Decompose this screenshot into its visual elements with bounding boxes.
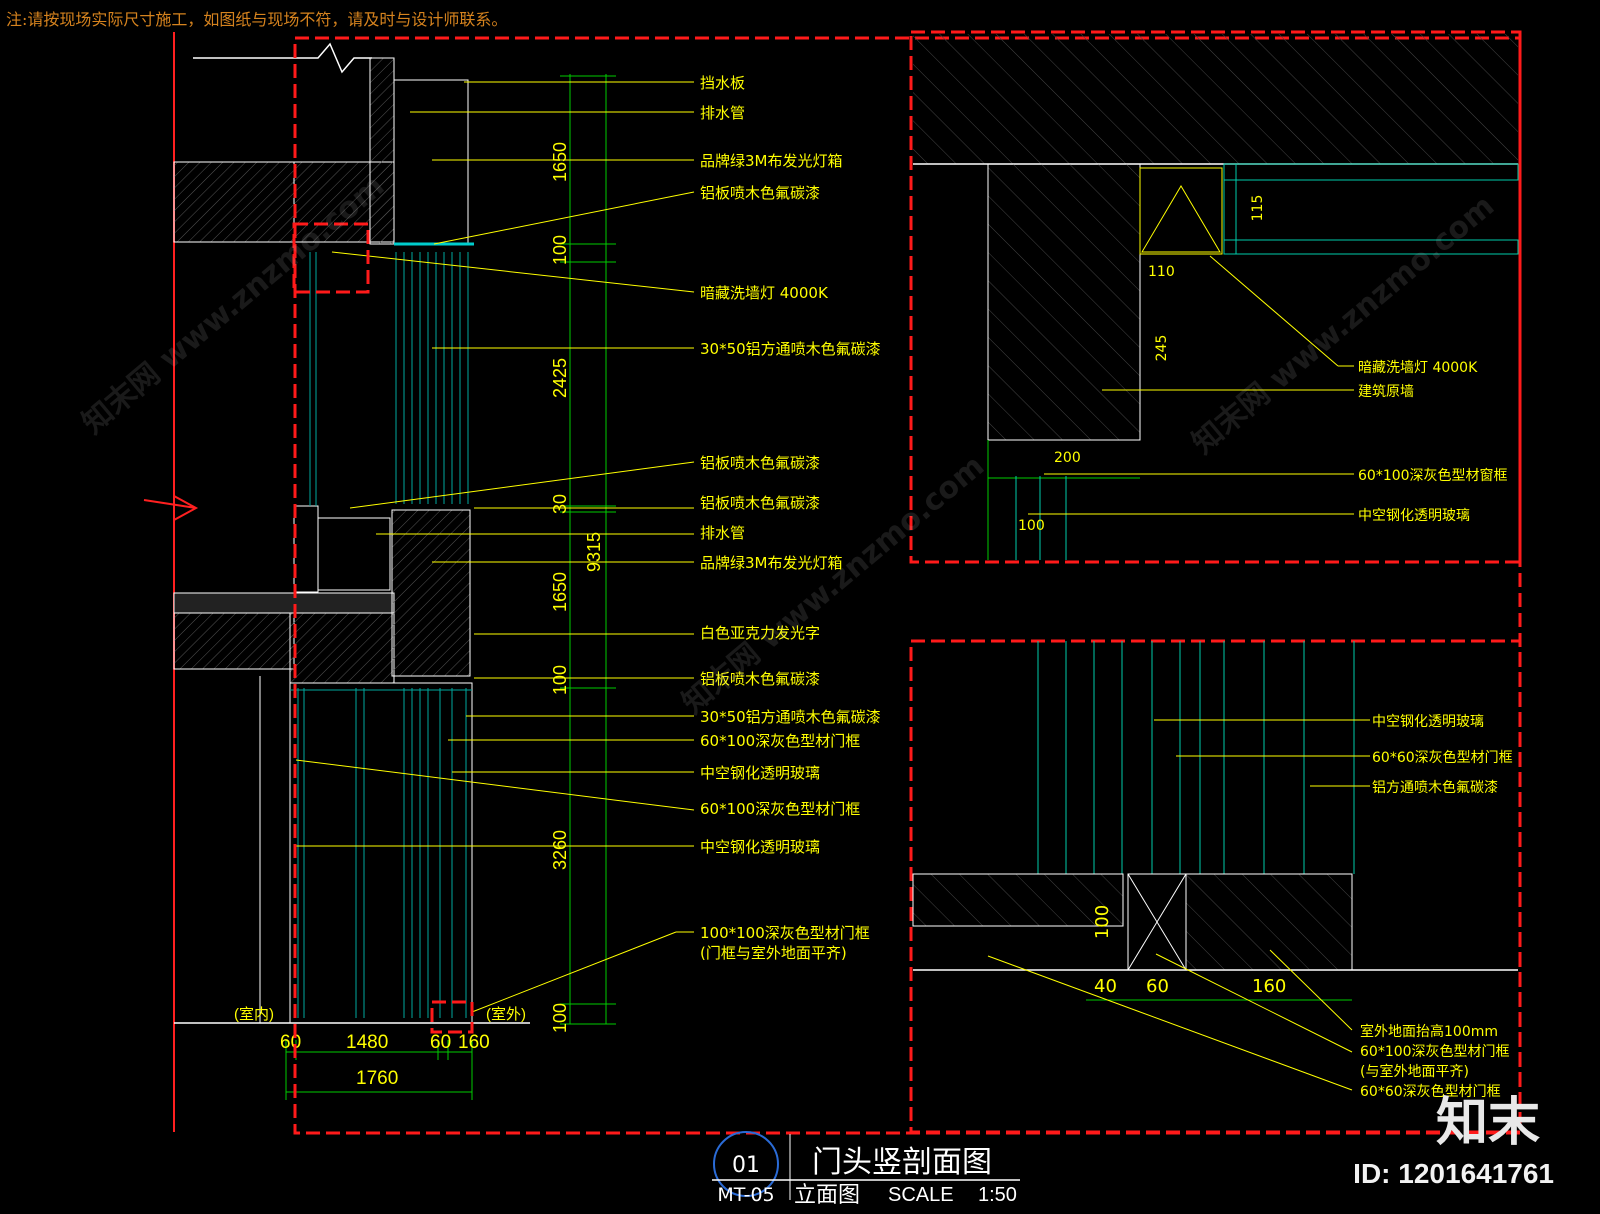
svg-text:160: 160	[1252, 976, 1286, 997]
label-lightbox: 品牌绿3M布发光灯箱	[700, 152, 843, 170]
label-glass-detail2: 中空钢化透明玻璃	[1372, 713, 1484, 730]
detail2-labels: 中空钢化透明玻璃 60*60深灰色型材门框 铝方通喷木色氟碳漆 100 40 6…	[1092, 713, 1513, 1100]
label-frame-6060: 60*60深灰色型材门框	[1372, 749, 1513, 766]
svg-text:100: 100	[550, 1003, 570, 1033]
label-acrylic-letters: 白色亚克力发光字	[700, 624, 820, 642]
svg-text:245: 245	[1154, 335, 1170, 362]
label-alu-panel-3: 铝板喷木色氟碳漆	[700, 494, 820, 512]
label-water-board: 挡水板	[700, 74, 745, 92]
scale-label: SCALE	[888, 1184, 954, 1206]
title-number: 01	[732, 1153, 760, 1178]
svg-text:100: 100	[550, 665, 570, 695]
label-lightbox-2: 品牌绿3M布发光灯箱	[700, 554, 843, 572]
construction-note: 注:请按现场实际尺寸施工，如图纸与现场不符，请及时与设计师联系。	[6, 10, 508, 29]
label-ground-raise: 室外地面抬高100mm	[1360, 1023, 1498, 1040]
label-door-frame-3: 100*100深灰色型材门框	[700, 924, 870, 942]
image-id: ID: 1201641761	[1353, 1158, 1554, 1189]
label-glass: 中空钢化透明玻璃	[700, 764, 820, 782]
svg-text:60: 60	[280, 1032, 301, 1053]
main-section	[143, 32, 695, 1132]
label-door-frame-2: 60*100深灰色型材门框	[700, 800, 860, 818]
svg-text:200: 200	[1054, 450, 1081, 466]
detail-door-bottom	[912, 641, 1518, 1091]
svg-text:40: 40	[1094, 976, 1117, 997]
svg-text:9315: 9315	[584, 532, 604, 572]
svg-text:110: 110	[1148, 264, 1175, 280]
label-glass-2: 中空钢化透明玻璃	[700, 838, 820, 856]
label-frame-60100: 60*100深灰色型材门框	[1360, 1043, 1510, 1060]
label-wall-light: 暗藏洗墙灯 4000K	[700, 284, 829, 302]
label-frame-6060-b: 60*60深灰色型材门框	[1360, 1083, 1501, 1100]
label-glass-detail: 中空钢化透明玻璃	[1358, 507, 1470, 524]
drawing-subtitle: 立面图	[794, 1183, 860, 1208]
label-wall-light-detail: 暗藏洗墙灯 4000K	[1358, 360, 1478, 376]
drawing-title: 门头竖剖面图	[812, 1145, 992, 1180]
label-alu-tube-2: 30*50铝方通喷木色氟碳漆	[700, 708, 881, 726]
svg-text:3260: 3260	[550, 830, 570, 870]
label-drain-pipe-2: 排水管	[700, 524, 745, 542]
label-door-frame: 60*100深灰色型材门框	[700, 732, 860, 750]
label-drain-pipe: 排水管	[700, 104, 745, 122]
svg-text:160: 160	[458, 1032, 490, 1053]
svg-text:100: 100	[550, 235, 570, 265]
svg-text:1650: 1650	[550, 572, 570, 612]
svg-text:1480: 1480	[346, 1032, 388, 1053]
svg-text:100: 100	[1018, 518, 1045, 534]
scale-value: 1:50	[978, 1184, 1017, 1206]
bottom-dims: 60 1480 60 160 1760 (室内) (室外)	[234, 1006, 526, 1089]
label-alu-tube-detail: 铝方通喷木色氟碳漆	[1372, 779, 1498, 796]
label-original-wall: 建筑原墙	[1358, 384, 1414, 400]
title-block: 01 MT-05 门头竖剖面图 立面图 SCALE 1:50	[712, 1131, 1020, 1208]
detail-frames	[292, 30, 1522, 1135]
sheet-code: MT-05	[717, 1184, 774, 1206]
brand-logo: 知末	[1435, 1093, 1540, 1153]
svg-text:30: 30	[550, 494, 570, 514]
svg-text:(室外): (室外)	[486, 1006, 526, 1023]
svg-text:1650: 1650	[550, 142, 570, 182]
label-door-frame-note: (门框与室外地面平齐)	[700, 944, 847, 962]
label-alu-tube: 30*50铝方通喷木色氟碳漆	[700, 340, 881, 358]
label-alu-panel-2: 铝板喷木色氟碳漆	[700, 454, 820, 472]
main-labels: 挡水板 排水管 品牌绿3M布发光灯箱 铝板喷木色氟碳漆 暗藏洗墙灯 4000K …	[700, 74, 881, 962]
svg-text:115: 115	[1250, 195, 1266, 222]
label-alu-panel-4: 铝板喷木色氟碳漆	[700, 670, 820, 688]
svg-text:60: 60	[430, 1032, 451, 1053]
label-frame-note: (与室外地面平齐)	[1360, 1063, 1469, 1080]
detail1-labels: 115 110 245 200 100 暗藏洗墙灯 4000K 建筑原墙 60*…	[1018, 195, 1508, 534]
svg-text:(室内): (室内)	[234, 1006, 274, 1023]
label-alu-panel: 铝板喷木色氟碳漆	[700, 184, 820, 202]
vertical-dims: 1650 100 2425 30 1650 100 3260 100 9315	[550, 142, 604, 1033]
svg-text:2425: 2425	[550, 358, 570, 398]
svg-text:60: 60	[1146, 976, 1169, 997]
detail-window-top	[913, 34, 1519, 560]
svg-text:100: 100	[1092, 905, 1113, 939]
label-window-frame: 60*100深灰色型材窗框	[1358, 467, 1508, 484]
svg-text:1760: 1760	[356, 1068, 398, 1089]
